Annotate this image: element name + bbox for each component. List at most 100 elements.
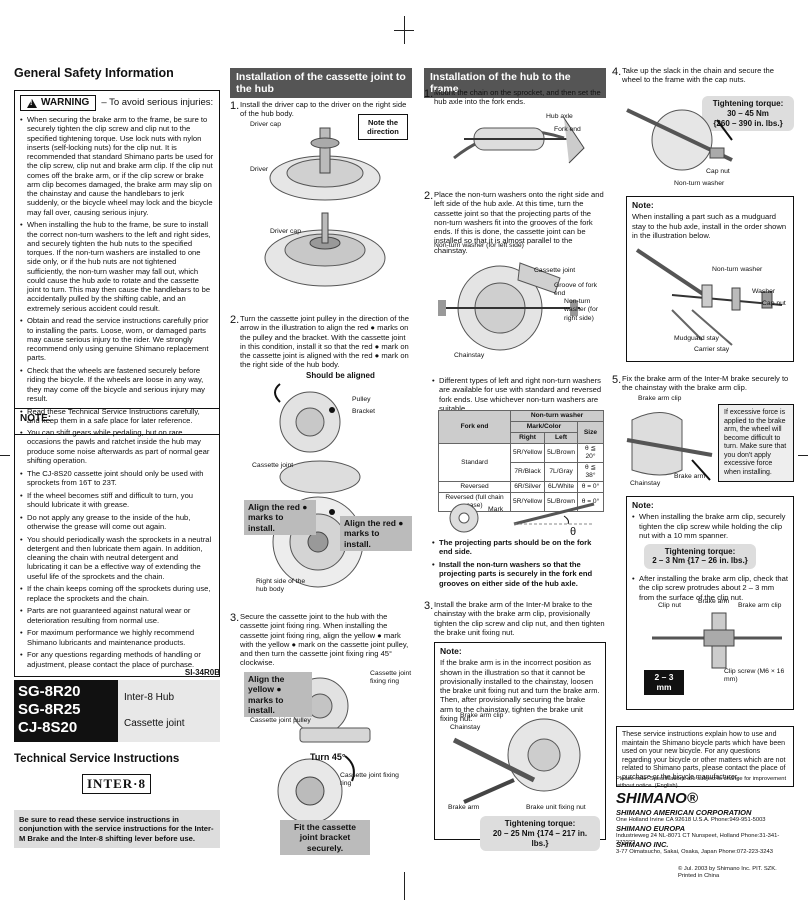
crop-mark-top-h [394,30,414,31]
addr-inc: 3-77 Oimatsucho, Sakai, Osaka, Japan Pho… [616,849,773,855]
product-name: SG-8R20 [18,683,81,700]
shimano-logo: SHIMANO® [616,790,698,807]
label-driver: Driver [250,166,269,173]
label-brake-arm-3: Brake arm [698,598,730,605]
figure-mudguard-order [635,248,783,346]
callout-align-yellow: Align the yellow ● marks to install. [244,672,312,718]
hub-step-4: 4. Take up the slack in the chain and se… [612,66,774,85]
warning-triangle-icon [27,98,37,108]
cassette-step-1: 1. Install the driver cap to the driver … [230,100,407,119]
label-driver-cap-2: Driver cap [270,228,301,235]
document-number: SI-34R0B [184,668,220,677]
note-title: NOTE: [20,413,52,424]
label-mark: Mark [488,506,504,513]
product-labels: Inter-8 Hub Cassette joint [118,680,220,742]
figure-clip-screw [652,612,782,669]
table-row: Standard 5R/Yellow 5L/Brown θ ≦ 20° [437,443,604,483]
note-item: You can shift gears while pedaling, but … [20,428,214,465]
torque-clip: Tightening torque: 2 – 3 Nm {17 – 26 in.… [644,543,756,570]
service-info-box: These service instructions explain how t… [616,726,794,788]
warning-item: When securing the brake arm to the frame… [20,115,214,217]
label-cassette-joint-pulley: Cassette joint pulley [250,717,311,724]
product-name: SG-8R25 [18,701,81,718]
note-item: Do not apply any grease to the inside of… [20,513,214,532]
section-title-hub-frame: Installation of the hub to the frame [424,68,606,99]
figure-pulley-align [272,383,364,588]
label-driver-cap: Driver cap [250,121,281,128]
label-fork-end: Fork end [554,126,581,133]
cassette-step-2: 2. Turn the cassette joint pulley in the… [230,314,409,370]
section-title-cassette: Installation of the cassette joint to th… [230,68,412,99]
note-direction: Note the direction [358,114,408,141]
torque-brake-unit: Tightening torque: 20 – 25 Nm {174 – 217… [480,816,600,852]
label-brake-arm-clip-2: Brake arm clip [738,602,782,609]
product-names: SG-8R20 SG-8R25 CJ-8S20 [14,680,118,742]
th-right: Right [510,432,546,445]
warning-item: Check that the wheels are fastened secur… [20,366,214,403]
hub-step-3: 3. Install the brake arm of the Inter-M … [424,600,605,637]
label-fixing-ring-2: Cassette joint fixing ring [340,772,399,788]
label-chainstay: Chainstay [454,352,485,359]
hub-step-2: 2. Place the non-turn washers onto the r… [424,190,604,255]
table-row: 7R/Black 7L/Gray θ ≦ 38° [439,462,604,483]
product-name: CJ-8S20 [18,719,78,736]
label-brake-arm: Brake arm [448,804,480,811]
label-cap-nut: Cap nut [706,168,730,175]
figure-washer-mark [449,502,595,533]
label-clip: Brake arm clip [638,395,682,402]
callout-fit-bracket: Fit the cassette joint bracket securely. [280,820,370,856]
label-washer-left: Non-turn washer (for left side) [434,242,524,249]
spec-note: Please note: Specifications are subject … [616,776,787,790]
label-non-turn-washer: Non-turn washer [674,180,725,187]
label-mudguard-stay: Mudguard stay [674,335,719,342]
note-list: You can shift gears while pedaling, but … [20,428,214,669]
label-theta: θ [570,526,577,538]
addr-americas: One Holland Irvine CA 92618 U.S.A. Phone… [616,817,766,823]
th-mark-color: Mark/Color [510,421,578,434]
th-non-turn-washer: Non-turn washer [510,409,604,423]
note-item: For maximum performance we highly recomm… [20,628,214,647]
label-pulley: Pulley [352,396,371,403]
read-notice: Be sure to read these service instructio… [14,810,220,848]
label-fixing-ring: Cassette joint fixing ring [370,670,412,686]
label-brake-arm-clip: Brake arm clip [460,712,504,719]
clip-note: Note: When installing the brake arm clip… [626,496,794,710]
hub-step-1: 1. Mount the chain on the sprocket, and … [424,88,601,107]
washer-bullet: Different types of left and right non-tu… [432,376,604,417]
note-item: For any questions regarding methods of h… [20,650,214,669]
copyright-icon: © [678,866,683,872]
copyright: © Jul. 2003 by Shimano Inc. PIT. SZK. Pr… [678,866,777,880]
callout-align-red-2: Align the red ● marks to install. [340,516,412,552]
crop-mark-bottom [404,872,405,900]
warning-item: When installing the hub to the frame, be… [20,220,214,313]
label-bracket: Bracket [352,408,376,415]
warning-badge: WARNING [20,95,97,112]
label-turn-45: Turn 45° [310,752,346,762]
hub-step-5: 5. Fix the brake arm of the Inter-M brak… [612,374,789,393]
label-note-washer: Non-turn washer [712,266,763,273]
th-fork-end: Fork end [437,409,512,445]
th-size: Size [577,421,604,445]
product-label-hub: Inter-8 Hub [124,692,175,703]
table-row: Reversed 6R/Silver 6L/White θ = 0° [437,481,604,494]
note-item: If the wheel becomes stiff and difficult… [20,491,214,510]
label-hub-axle: Hub axle [546,113,573,120]
product-block: SG-8R20 SG-8R25 CJ-8S20 Inter-8 Hub Cass… [14,680,220,742]
excessive-force-note: If excessive force is applied to the bra… [718,404,794,483]
bold-bullets: The projecting parts should be on the fo… [432,538,604,591]
non-turn-washer-table: Fork end Non-turn washer Mark/Color Size… [437,409,604,513]
label-clip-nut: Clip nut [658,602,682,609]
figure-cap-nut [626,108,733,171]
dim-2-3mm: 2 – 3 mm [644,670,684,695]
addr-europa: Industrieweg 24 NL-8071 CT Nunspeet, Hol… [616,833,780,847]
figure-hub-axle [453,117,585,164]
label-fixing-nut: Brake unit fixing nut [526,804,586,811]
label-cassette-joint-2: Cassette joint [534,267,576,274]
figure-driver-cap [264,127,386,287]
label-chainstay-2: Chainstay [450,724,481,731]
product-label-cassette: Cassette joint [124,718,185,729]
label-cap-nut-2: Cap nut [762,300,786,307]
corp-inc: SHIMANO INC. [616,840,669,849]
warning-subtitle: – To avoid serious injuries: [101,97,214,109]
label-right-side-hub: Right side of the hub body [256,578,306,594]
